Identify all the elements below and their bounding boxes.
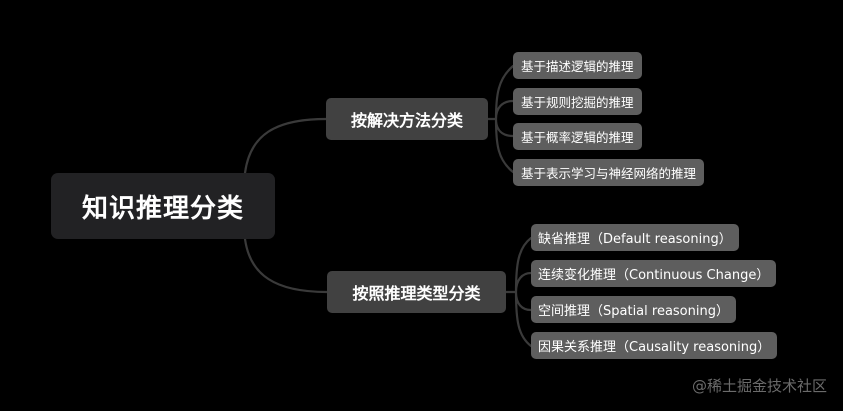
leaf-continuous-change[interactable]: 连续变化推理（Continuous Change） (531, 260, 777, 287)
leaf-probabilistic-logic[interactable]: 基于概率逻辑的推理 (513, 123, 642, 150)
leaf-default-reasoning[interactable]: 缺省推理（Default reasoning） (531, 224, 739, 251)
leaf-representation-learning[interactable]: 基于表示学习与神经网络的推理 (513, 159, 705, 186)
connector-root-branch-1 (243, 117, 328, 175)
connector-branch-2-leaves (504, 236, 533, 348)
leaf-rule-mining[interactable]: 基于规则挖掘的推理 (513, 88, 642, 115)
connector-branch-1-leaves (486, 64, 515, 174)
branch-by-reasoning-type[interactable]: 按照推理类型分类 (327, 271, 506, 313)
branch-by-solution-method[interactable]: 按解决方法分类 (326, 98, 488, 140)
watermark: @稀土掘金技术社区 (691, 377, 827, 395)
connector-root-branch-2 (243, 237, 329, 294)
leaf-spatial-reasoning[interactable]: 空间推理（Spatial reasoning） (531, 296, 736, 323)
root-node[interactable]: 知识推理分类 (51, 173, 275, 239)
leaf-description-logic[interactable]: 基于描述逻辑的推理 (513, 52, 642, 79)
leaf-causality-reasoning[interactable]: 因果关系推理（Causality reasoning） (531, 332, 778, 359)
